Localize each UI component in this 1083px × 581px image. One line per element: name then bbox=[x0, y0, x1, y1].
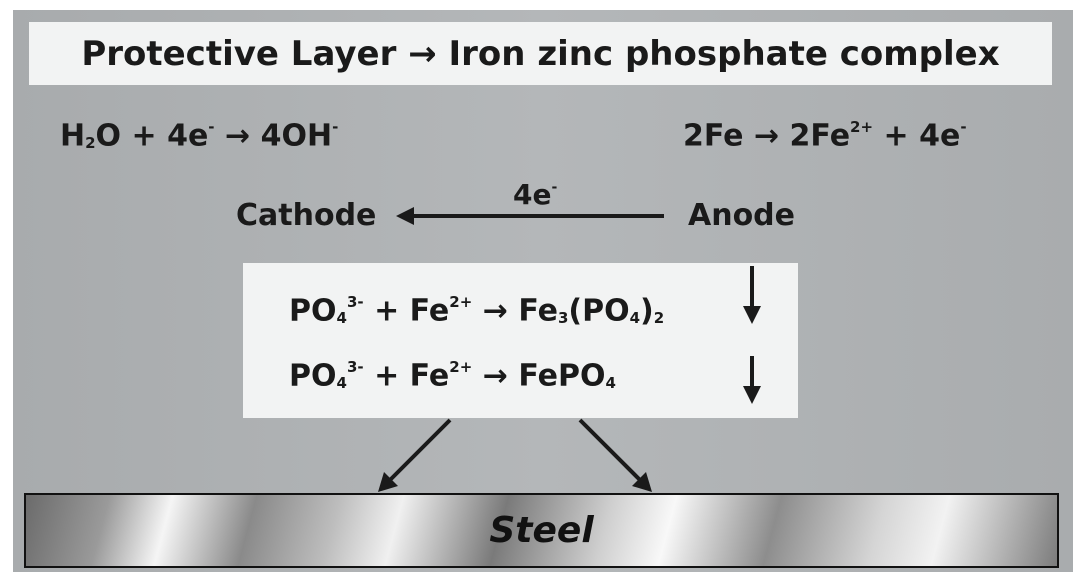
precipitate-down-arrow-icon bbox=[743, 356, 761, 404]
reaction-arrow-icon: → bbox=[753, 118, 780, 154]
steel-substrate: Steel bbox=[24, 493, 1059, 568]
precipitation-reaction-1: PO43- + Fe2+ → Fe3(PO4)2 bbox=[289, 293, 665, 329]
precipitation-reaction-2: PO43- + Fe2+ → FePO4 bbox=[289, 358, 616, 394]
cathode-half-reaction: H2O + 4e- → 4OH- bbox=[60, 118, 339, 154]
title-banner: Protective Layer → Iron zinc phosphate c… bbox=[29, 22, 1052, 85]
anode-label: Anode bbox=[688, 198, 796, 233]
steel-label: Steel bbox=[489, 510, 594, 551]
cathode-label: Cathode bbox=[236, 198, 377, 233]
anode-half-reaction: 2Fe → 2Fe2+ + 4e- bbox=[683, 118, 967, 154]
reaction-arrow-icon: → bbox=[482, 293, 508, 329]
reaction-arrow-icon: → bbox=[482, 358, 508, 394]
reaction-arrow-icon: → bbox=[224, 118, 251, 154]
deposition-arrow-right-icon bbox=[578, 418, 652, 492]
precipitation-reactions-box bbox=[243, 263, 798, 418]
electron-flow-arrow-icon bbox=[396, 207, 664, 225]
deposition-arrow-left-icon bbox=[378, 418, 452, 492]
title-text: Protective Layer → Iron zinc phosphate c… bbox=[81, 33, 1000, 74]
electron-flow-label: 4e- bbox=[513, 178, 558, 211]
precipitate-down-arrow-icon bbox=[743, 266, 761, 324]
